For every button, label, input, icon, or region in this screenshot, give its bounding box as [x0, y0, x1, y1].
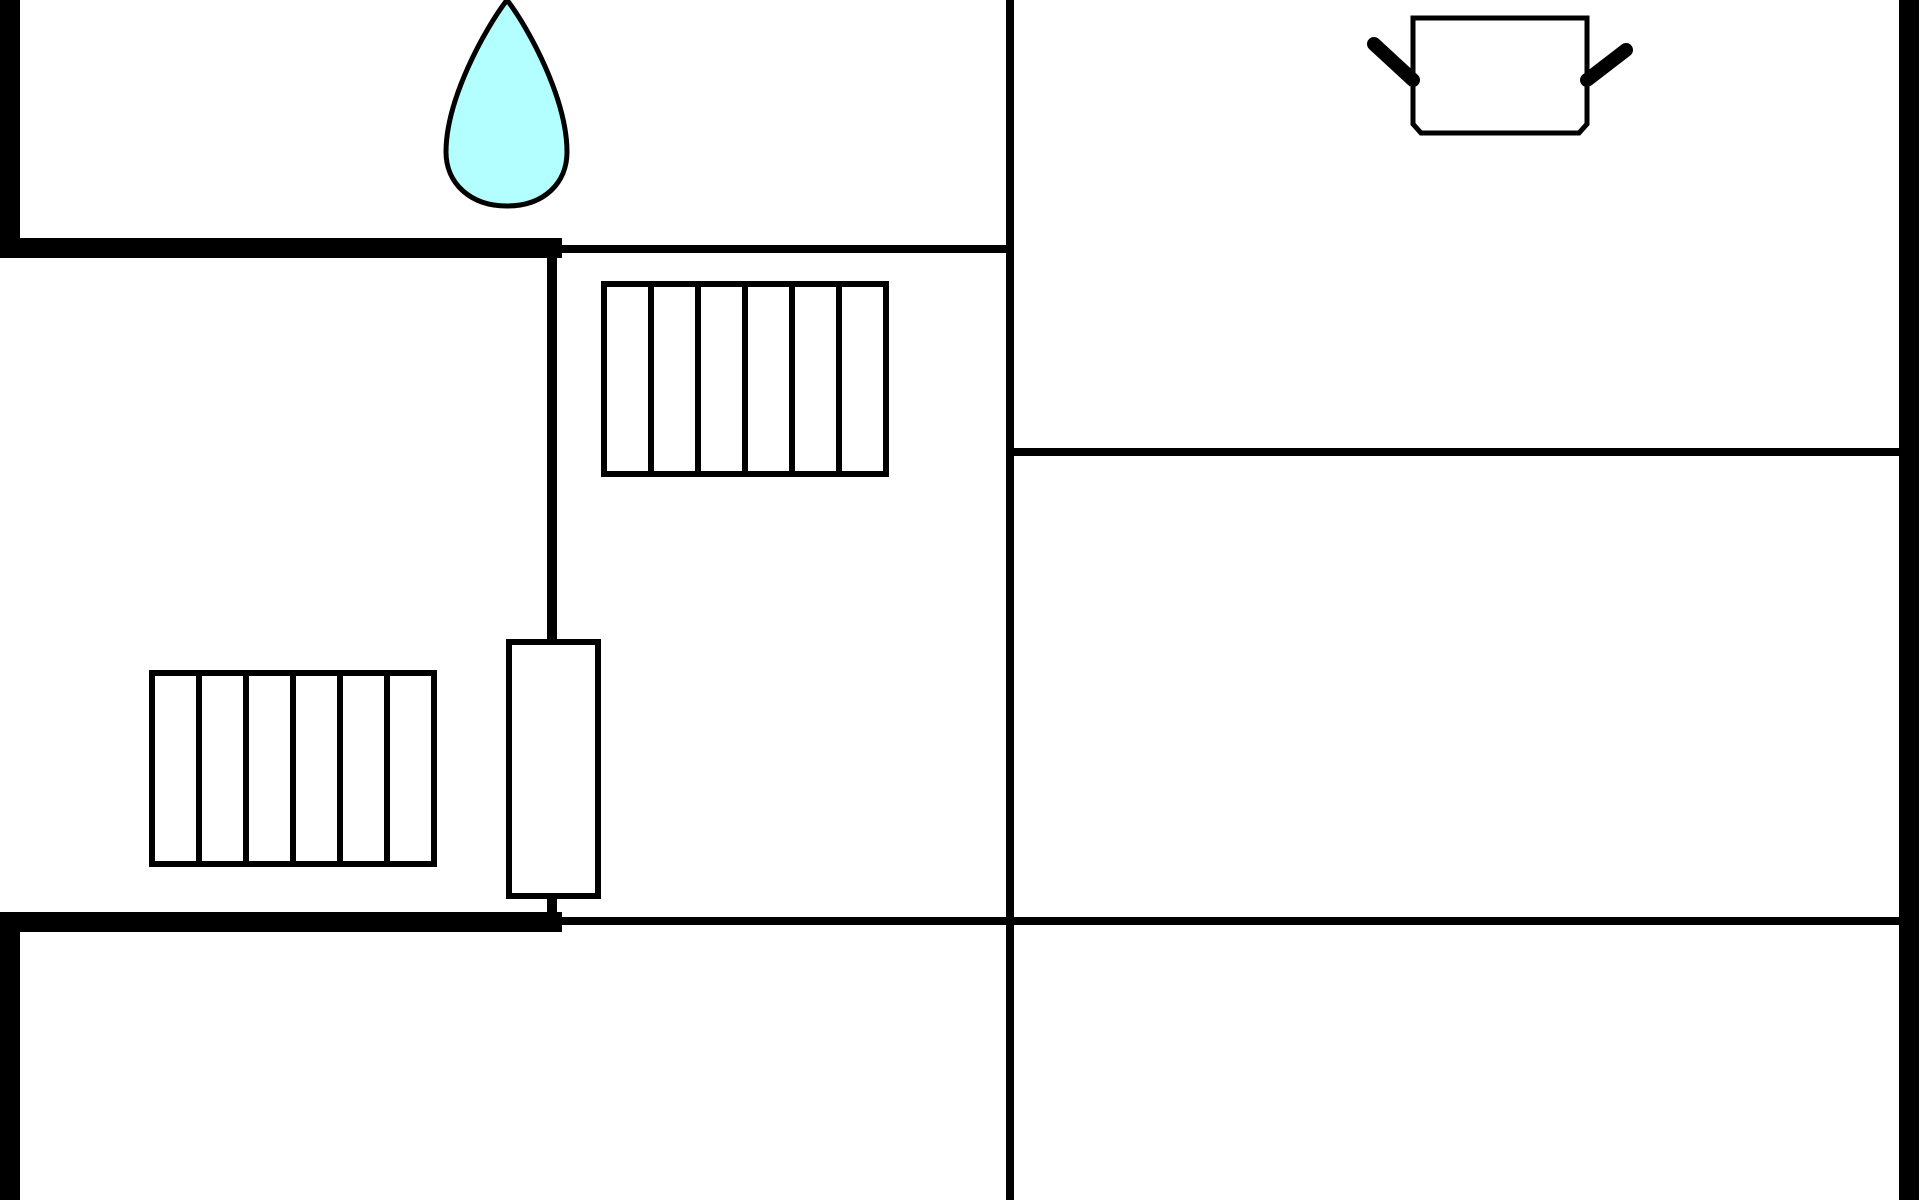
water-drop-icon: [443, 0, 570, 209]
thin-walls: [548, 0, 1913, 1200]
radiator-icon: [149, 670, 437, 867]
cooking-pot-icon: [1367, 15, 1633, 136]
door-icon: [506, 639, 601, 899]
radiator-icon: [601, 281, 889, 477]
